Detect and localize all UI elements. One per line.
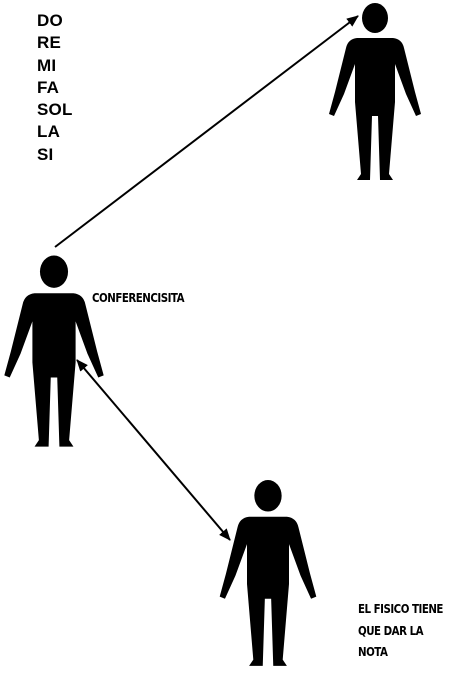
note-si: SI bbox=[37, 144, 54, 164]
fisico-label: EL FISICO TIENE QUE DAR LA NOTA bbox=[358, 598, 443, 663]
person-conferencista bbox=[4, 255, 104, 447]
musical-notes-list: DO RE MI FA SOL LA SI bbox=[37, 10, 117, 166]
note-re: RE bbox=[37, 33, 62, 53]
person-fisico bbox=[219, 480, 317, 666]
note-do: DO bbox=[37, 11, 63, 30]
conferencista-label: CONFERENCISITA bbox=[92, 290, 185, 305]
note-la: LA bbox=[37, 122, 61, 142]
note-fa: FA bbox=[37, 77, 60, 97]
fisico-label-line-3: NOTA bbox=[358, 644, 388, 659]
fisico-label-line-2: QUE DAR LA bbox=[358, 622, 424, 638]
arrow-double-conferencista-fisico bbox=[76, 359, 231, 541]
fisico-label-line-1: EL FISICO TIENE bbox=[358, 601, 443, 616]
arrow-to-top-person bbox=[54, 15, 359, 248]
person-top-right bbox=[329, 3, 421, 180]
note-sol: SOL bbox=[37, 100, 73, 120]
note-mi: MI bbox=[37, 55, 57, 75]
